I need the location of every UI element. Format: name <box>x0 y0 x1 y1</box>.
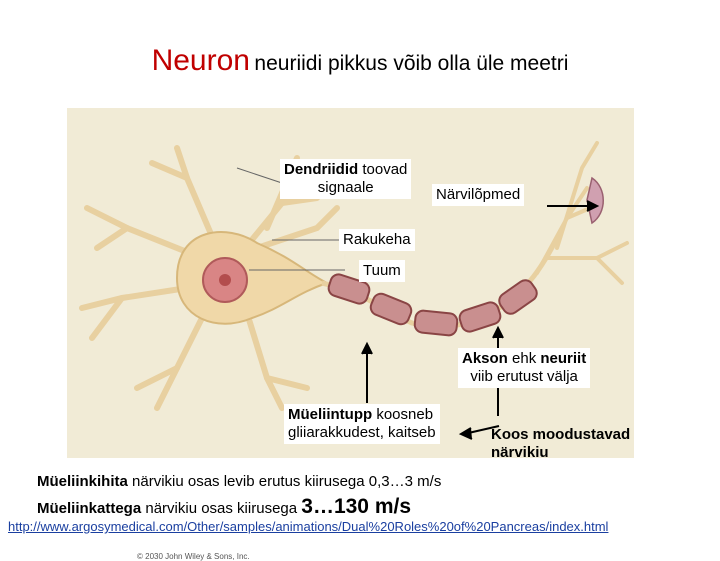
figure-credit: © 2030 John Wiley & Sons, Inc. <box>137 552 250 561</box>
axon-label: Akson ehk neuriit viib erutust välja <box>458 348 591 388</box>
title-main: Neuron <box>151 44 250 77</box>
unmyelinated-speed-text: Müeliinkihita närvikiu osas levib erutus… <box>37 473 442 490</box>
dendrites-label: Dendriidid toovad signaale <box>280 159 412 199</box>
nerve-fiber-label: Koos moodustavad närvikiu <box>491 426 631 461</box>
cell-body <box>175 231 330 325</box>
myelinated-speed-text: Müeliinkattega närvikiu osas kiirusega 3… <box>37 495 412 518</box>
title-subtitle: neuriidi pikkus võib olla üle meetri <box>254 52 569 75</box>
myelin-sheath <box>327 273 538 337</box>
target-cell <box>586 176 604 225</box>
myelin-label: Müeliintupp koosneb gliiarakkudest, kait… <box>284 404 440 444</box>
slide-title: Neuron neuriidi pikkus võib olla üle mee… <box>0 44 720 78</box>
axon-terminals <box>535 141 629 285</box>
neuron-drawing <box>79 141 629 440</box>
source-link[interactable]: http://www.argosymedical.com/Other/sampl… <box>8 519 609 534</box>
nerve-endings-label: Närvilõpmed <box>432 184 525 206</box>
nucleus-label: Tuum <box>359 260 405 282</box>
nucleolus <box>219 274 231 286</box>
cell-body-label: Rakukeha <box>339 229 415 251</box>
